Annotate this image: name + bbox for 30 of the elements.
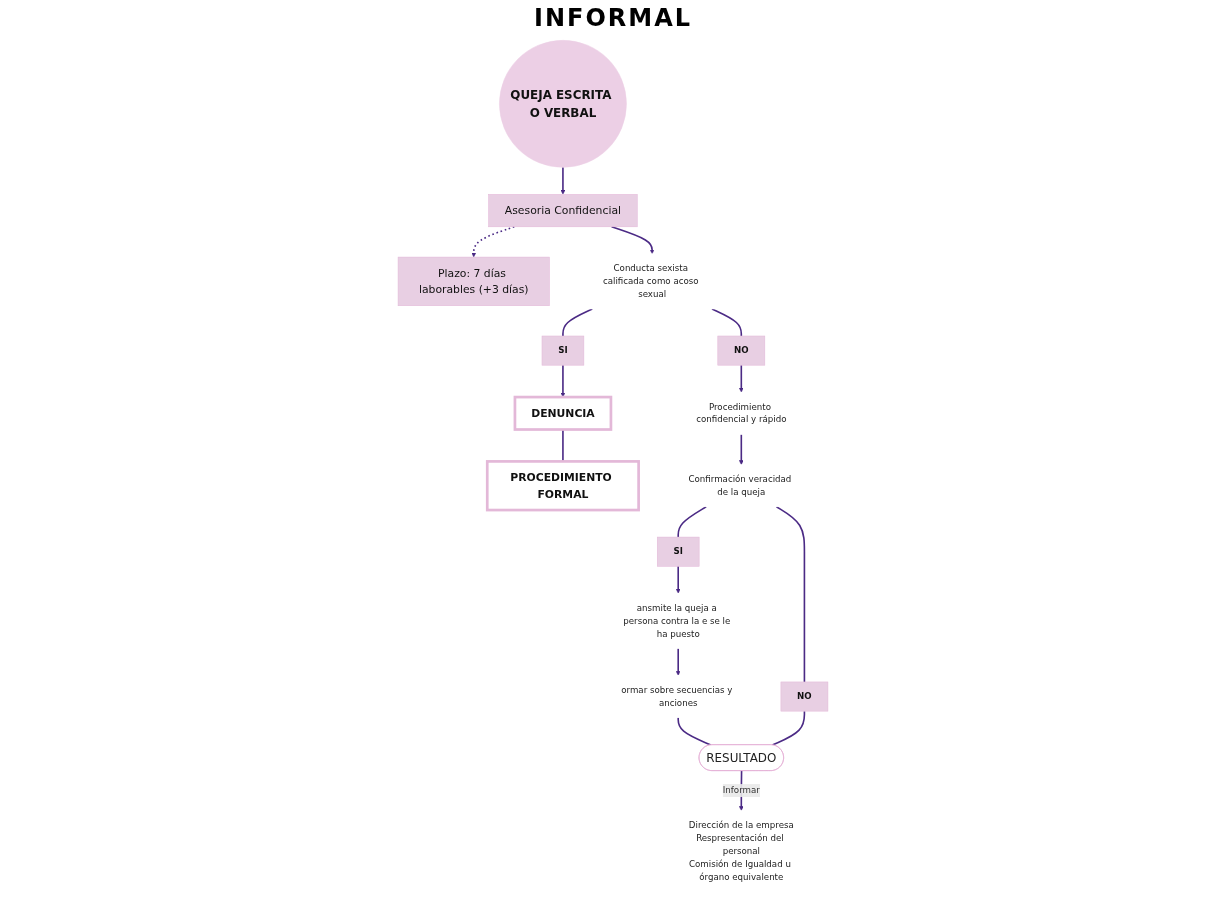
connector	[711, 308, 743, 337]
node-text: Conducta sexista calificada como acoso sexual	[602, 263, 699, 300]
connector	[677, 506, 707, 538]
arrow	[675, 565, 681, 594]
diagram-title: INFORMAL	[532, 4, 693, 32]
node-text: Dirección de la empresa Respresentación del personal Comisión de Igualdad u órgano equivalente	[688, 819, 794, 882]
arrow	[738, 364, 744, 393]
node-box: PROCEDIMIENTO FORMAL	[485, 460, 640, 512]
node-box: SI	[657, 536, 700, 567]
connector	[677, 716, 712, 746]
connector	[562, 308, 594, 337]
node-box: DENUNCIA	[513, 395, 613, 431]
node-text: ormar sobre secuencias y anciones	[621, 684, 733, 708]
connector	[775, 506, 806, 683]
edge-label: Informar	[722, 785, 760, 796]
arrow	[560, 364, 566, 398]
connector	[771, 710, 806, 746]
node-box: Plazo: 7 días laborables (+3 días)	[397, 256, 550, 306]
arrow	[560, 166, 566, 195]
arrow	[610, 226, 655, 255]
node-text: ansmite la queja a persona contra la e se le ha puesto	[623, 602, 731, 639]
node-box: NO	[717, 335, 766, 366]
node-circle: QUEJA ESCRITA O VERBAL	[499, 40, 627, 168]
arrow	[738, 433, 744, 465]
arrow	[675, 647, 681, 676]
node-box: Asesoria Confidencial	[488, 194, 638, 228]
node-text: Confirmación veracidad de la queja	[688, 473, 792, 498]
node-box: SI	[541, 335, 585, 366]
node-box: NO	[780, 681, 829, 712]
node-text: Procedimiento confidencial y rápido	[696, 401, 787, 425]
